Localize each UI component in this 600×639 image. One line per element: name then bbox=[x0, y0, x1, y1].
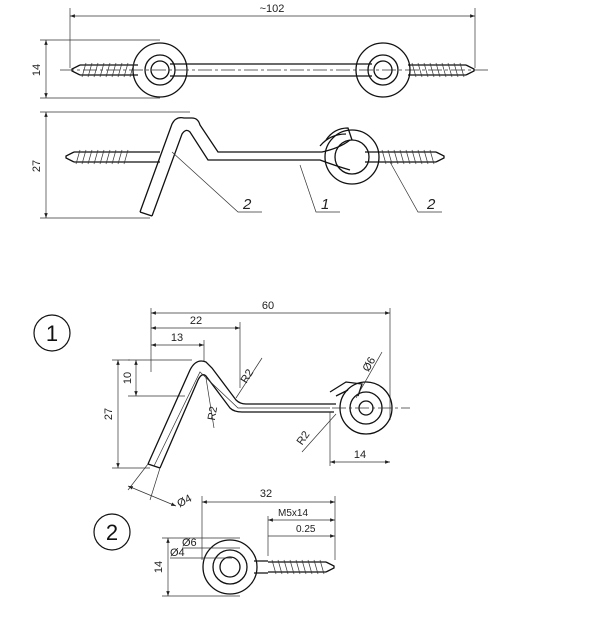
radius-r2-a: R2 bbox=[239, 367, 257, 385]
dim-14-eye: 14 bbox=[354, 449, 366, 461]
detail-2-eye-screw: 2 32 M5x14 0.25 14 Ø6 Ø4 bbox=[93, 488, 336, 597]
dim-length: ~102 bbox=[260, 3, 285, 15]
dim-eye-d6: Ø6 bbox=[361, 355, 379, 374]
dim-eye-inner: Ø4 bbox=[170, 547, 185, 559]
side-view: 27 2 1 2 bbox=[31, 111, 445, 219]
dim-10: 10 bbox=[122, 372, 134, 384]
callout-2-left: 2 bbox=[242, 196, 252, 213]
hook-rod-top bbox=[170, 63, 372, 77]
hook-wire-lower bbox=[151, 129, 351, 217]
dim-13: 13 bbox=[171, 332, 183, 344]
dim-60: 60 bbox=[262, 300, 274, 312]
detail-1-number: 1 bbox=[46, 321, 58, 346]
detail1-wire-lower bbox=[159, 374, 334, 469]
dim-eye-outer: Ø6 bbox=[182, 537, 197, 549]
dim-height-top: 14 bbox=[31, 64, 43, 76]
right-eye-screw bbox=[355, 42, 475, 98]
dim-thread: M5x14 bbox=[278, 508, 308, 519]
dim-14-screw: 14 bbox=[153, 561, 165, 573]
dim-27: 27 bbox=[103, 408, 115, 420]
dim-22: 22 bbox=[190, 315, 202, 327]
detail1-eye bbox=[329, 381, 410, 435]
side-right-eye bbox=[319, 127, 380, 185]
dim-height-side: 27 bbox=[31, 160, 43, 172]
dim-32: 32 bbox=[260, 488, 272, 500]
dim-pitch: 0.25 bbox=[296, 524, 316, 535]
radius-r2-c: R2 bbox=[295, 429, 313, 447]
detail2-eye bbox=[202, 539, 258, 595]
detail-1-marker bbox=[33, 314, 71, 352]
top-view: ~102 14 bbox=[31, 3, 490, 99]
detail-1-hook: 1 60 22 13 10 27 bbox=[33, 300, 410, 510]
hook-wire-upper bbox=[139, 116, 351, 213]
callout-2-right: 2 bbox=[426, 196, 436, 213]
radius-r2-b: R2 bbox=[206, 406, 220, 422]
detail-2-number: 2 bbox=[106, 520, 118, 545]
callout-1: 1 bbox=[321, 196, 329, 213]
detail-2-marker bbox=[93, 513, 131, 551]
detail1-wire-upper bbox=[147, 360, 336, 465]
dim-wire-d4: Ø4 bbox=[175, 493, 194, 510]
